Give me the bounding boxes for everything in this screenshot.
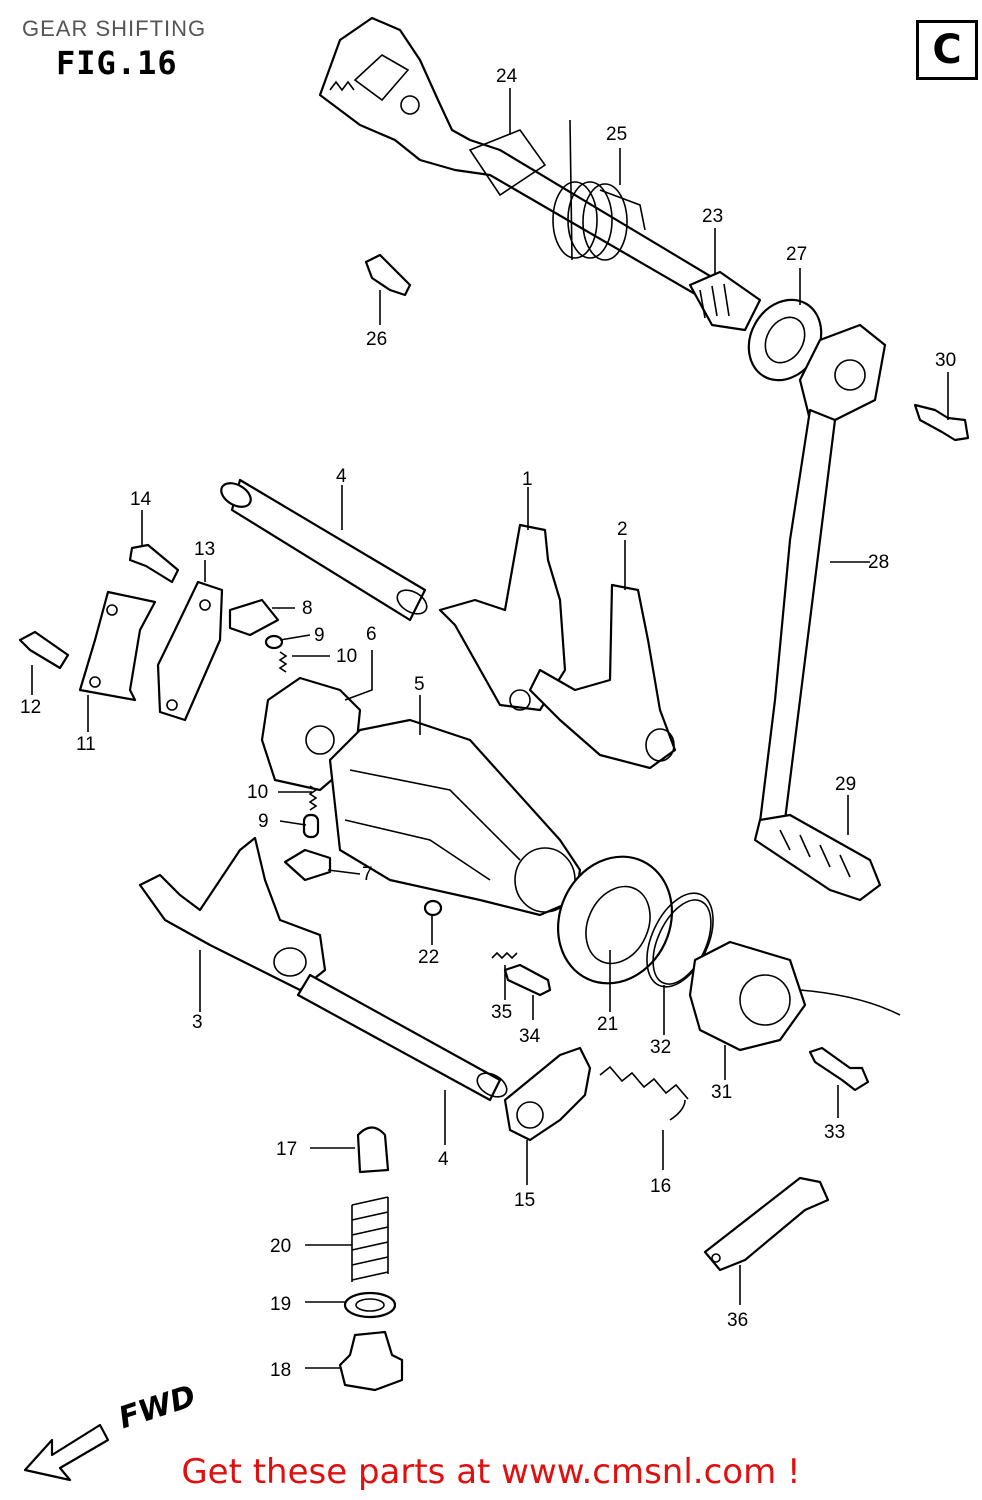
callout-9-upper: 9 [314,625,325,646]
switch-contact-34-part[interactable] [503,963,552,997]
callout-33: 33 [824,1122,845,1143]
callout-4-upper: 4 [336,466,347,487]
spring-10-lower-part[interactable] [308,785,318,811]
callout-20: 20 [270,1236,291,1257]
fork-shaft-upper-part[interactable] [217,478,431,622]
spring-35-part[interactable] [491,951,518,960]
callout-1: 1 [522,469,533,490]
return-spring-part[interactable] [552,119,646,261]
shift-fork-2-part[interactable] [528,583,677,770]
variant-badge: C [916,20,978,80]
callout-11: 11 [76,734,96,755]
gear-position-switch-part[interactable] [688,940,901,1052]
callout-12: 12 [20,697,41,718]
drain-plug-18-part[interactable] [338,1330,404,1392]
callout-26: 26 [366,329,387,350]
neutral-plunger-part[interactable] [356,1126,390,1174]
callout-13: 13 [194,539,215,560]
lever-bolt-part[interactable] [913,403,970,442]
callout-16: 16 [650,1176,671,1197]
spring-10-upper-part[interactable] [278,651,288,673]
leader-lines [31,88,949,1369]
o-ring-part[interactable] [633,883,726,997]
cam-cover-plate-part[interactable] [538,838,693,1002]
pin-9-lower-part[interactable] [302,813,320,839]
cam-guide-part[interactable] [78,590,157,702]
splined-shaft-end-part[interactable] [688,270,762,332]
callout-30: 30 [935,350,956,371]
diagram-title: GEAR SHIFTING [22,16,207,41]
forward-arrow-icon [23,1423,110,1482]
callout-21: 21 [597,1014,618,1035]
callout-3: 3 [192,1012,203,1033]
screw-12-part[interactable] [18,630,70,670]
callout-28: 28 [868,552,889,573]
callout-14: 14 [130,489,152,510]
stopper-spring-part[interactable] [599,1065,689,1121]
callout-labels: 1 2 3 4 4 5 6 7 8 9 9 10 10 11 12 13 14 … [20,66,956,1381]
shift-fork-1-part[interactable] [438,523,567,712]
callout-2: 2 [617,519,628,540]
callout-24: 24 [496,66,518,87]
gearshift-shaft-part[interactable] [318,16,752,322]
pin-7-part[interactable] [283,848,332,882]
callout-31: 31 [711,1082,732,1103]
plunger-spring-part[interactable] [351,1196,389,1282]
callout-23: 23 [702,206,723,227]
callout-10-lower: 10 [247,782,268,803]
figure-number: FIG.16 [56,44,178,82]
washer-19-part[interactable] [343,1291,397,1319]
pin-9-upper-part[interactable] [264,634,284,650]
callout-22: 22 [418,947,439,968]
fork-shaft-lower-part[interactable] [296,973,511,1102]
callout-29: 29 [835,774,856,795]
callout-35: 35 [491,1002,512,1023]
callout-10-upper: 10 [336,646,357,667]
gearshift-cam-drum-part[interactable] [328,718,582,917]
stopper-arm-part[interactable] [503,1046,592,1142]
callout-9-lower: 9 [258,811,269,832]
callout-19: 19 [270,1294,291,1315]
callout-36: 36 [727,1310,748,1331]
gearshift-lever-part[interactable] [753,323,887,902]
callout-17: 17 [276,1139,297,1160]
pin-22-part[interactable] [423,899,443,917]
callout-4-lower: 4 [438,1149,449,1170]
callout-32: 32 [650,1037,671,1058]
pin-8-part[interactable] [228,598,280,637]
callout-18: 18 [270,1360,291,1381]
stopper-plate-part[interactable] [156,580,224,722]
callout-8: 8 [302,598,313,619]
callout-25: 25 [606,124,627,145]
screw-33-part[interactable] [808,1046,870,1092]
small-bolt-part[interactable] [364,253,412,297]
callout-5: 5 [414,674,425,695]
callout-6: 6 [366,624,377,645]
callout-15: 15 [514,1190,535,1211]
screw-14-part[interactable] [128,543,180,584]
callout-7: 7 [362,864,373,885]
shift-fork-3-part[interactable] [138,836,327,992]
callout-27: 27 [786,244,807,265]
clamp-bracket-part[interactable] [703,1176,830,1272]
promo-link[interactable]: Get these parts at www.cmsnl.com ! [181,1452,801,1492]
callout-34: 34 [519,1026,541,1047]
